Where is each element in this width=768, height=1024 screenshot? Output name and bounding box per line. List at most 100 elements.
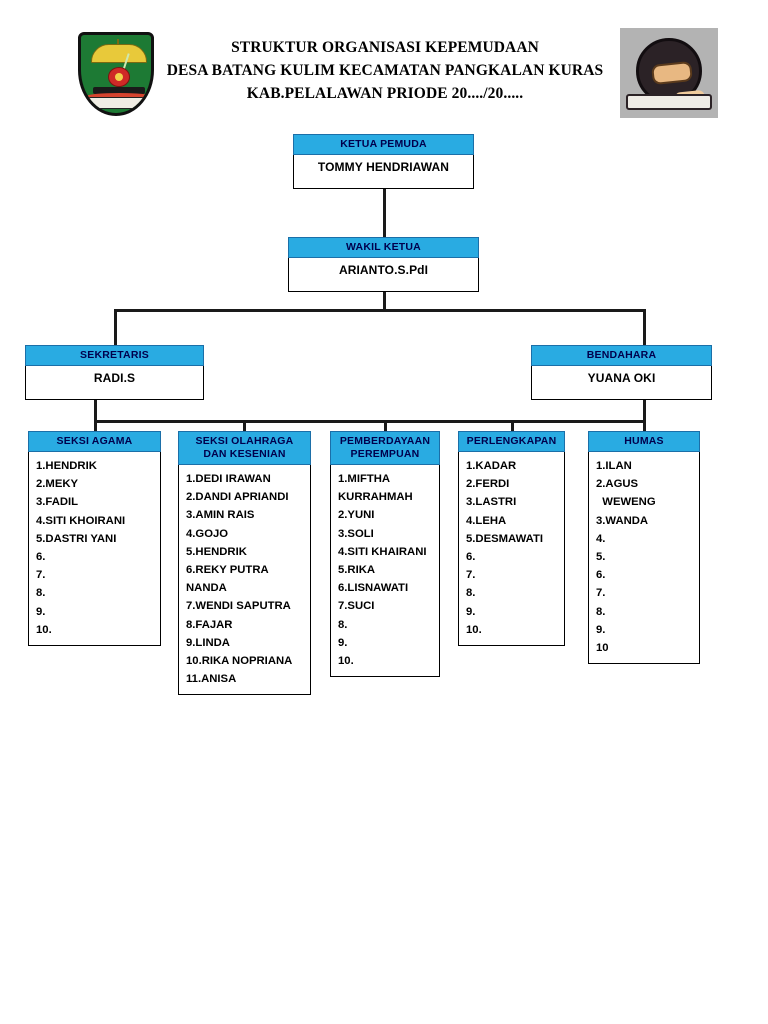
- connector-to-section-5: [643, 420, 646, 434]
- member-item: 1.MIFTHA: [338, 473, 391, 485]
- node-sekretaris[interactable]: SEKRETARIS RADI.S: [25, 345, 204, 400]
- node-ketua-pemuda[interactable]: KETUA PEMUDA TOMMY HENDRIAWAN: [293, 134, 474, 189]
- node-bendahara[interactable]: BENDAHARA YUANA OKI: [531, 345, 712, 400]
- page-title: STRUKTUR ORGANISASI KEPEMUDAAN DESA BATA…: [160, 36, 610, 105]
- emblem-ribbon: [626, 94, 712, 110]
- section-title-line: SEKSI OLAHRAGA: [195, 435, 294, 447]
- node-wakil-name: ARIANTO.S.PdI: [338, 263, 429, 277]
- member-item: 7.SUCI: [338, 600, 375, 613]
- section-title: PEMBERDAYAAN PEREMPUAN: [330, 431, 440, 465]
- section-title: SEKSI OLAHRAGA DAN KESENIAN: [178, 431, 311, 465]
- section-title-line: HUMAS: [624, 435, 664, 447]
- member-item: 6.: [466, 551, 476, 564]
- member-item: 5.RIKA: [338, 564, 376, 577]
- member-item: 10.: [338, 655, 354, 668]
- member-item: 7.: [466, 569, 476, 582]
- connector-bendahara-down: [643, 388, 646, 423]
- connector-to-section-3: [384, 420, 387, 434]
- section-title-line: PEMBERDAYAAN: [339, 435, 431, 447]
- member-item: 4.: [596, 532, 606, 545]
- member-item: 2.FERDI: [466, 478, 510, 491]
- member-item: 6.: [596, 569, 606, 582]
- node-sekretaris-name: RADI.S: [93, 371, 136, 385]
- member-item: 2.MEKY: [36, 478, 79, 491]
- connector-to-section-1: [94, 420, 97, 434]
- section-title: HUMAS: [588, 431, 700, 452]
- member-item: 3.FADIL: [36, 496, 79, 509]
- node-section-seksi-agama[interactable]: SEKSI AGAMA 1.HENDRIK 2.MEKY 3.FADIL 4.SITI…: [28, 431, 161, 647]
- section-title-line: PERLENGKAPAN: [466, 435, 557, 447]
- node-sekretaris-body: RADI.S: [25, 366, 204, 400]
- member-item: 3.SOLI: [338, 527, 374, 540]
- section-title-line: SEKSI AGAMA: [56, 435, 133, 447]
- node-section-seksi-olahraga-dan-kesenian[interactable]: SEKSI OLAHRAGA DAN KESENIAN 1.DEDI IRAWA…: [178, 431, 311, 696]
- youth-organization-emblem-icon: [620, 28, 718, 118]
- member-item: 2.AGUS: [596, 478, 639, 491]
- member-item: 9.: [338, 636, 348, 649]
- node-bendahara-body: YUANA OKI: [531, 366, 712, 400]
- wave-shape: [87, 93, 151, 99]
- node-wakil-body: ARIANTO.S.PdI: [288, 258, 479, 292]
- member-item: 1.HENDRIK: [36, 460, 97, 472]
- member-item: 5.HENDRIK: [186, 545, 247, 558]
- member-item: 5.DASTRI YANI: [36, 532, 117, 545]
- node-ketua-title: KETUA PEMUDA: [293, 134, 474, 155]
- member-item: 9.: [36, 605, 46, 618]
- member-item: 7.: [36, 569, 46, 582]
- member-item: 5.DESMAWATI: [466, 532, 543, 545]
- member-item: 4.SITI KHAIRANI: [338, 545, 427, 558]
- base-bar: [93, 87, 145, 94]
- title-line-1: STRUKTUR ORGANISASI KEPEMUDAAN: [231, 39, 539, 56]
- section-member-list: 1.MIFTHA KURRAHMAH 2.YUNI 3.SOLI 4.SITI KHAI…: [331, 465, 439, 676]
- member-item: 11.ANISA: [186, 673, 237, 686]
- connector-to-sekretaris: [114, 309, 117, 345]
- section-title: SEKSI AGAMA: [28, 431, 161, 452]
- node-bendahara-title: BENDAHARA: [531, 345, 712, 366]
- member-item: 1.KADAR: [466, 460, 517, 472]
- member-item: 10.: [36, 623, 52, 636]
- connector-to-bendahara: [643, 309, 646, 345]
- member-item: 6.: [36, 551, 46, 564]
- connector-bus-level2: [114, 309, 646, 312]
- section-title-line: PEREMPUAN: [350, 448, 420, 460]
- node-wakil-ketua[interactable]: WAKIL KETUA ARIANTO.S.PdI: [288, 237, 479, 292]
- member-item: 8.: [596, 605, 606, 618]
- node-wakil-title: WAKIL KETUA: [288, 237, 479, 258]
- node-sekretaris-title: SEKRETARIS: [25, 345, 204, 366]
- member-item: 6.REKY PUTRA: [186, 564, 269, 577]
- member-item: 10.: [466, 623, 482, 636]
- member-item: 8.: [36, 587, 46, 600]
- member-item: 4.SITI KHOIRANI: [36, 514, 126, 527]
- chart-header: STRUKTUR ORGANISASI KEPEMUDAAN DESA BATA…: [0, 0, 768, 125]
- member-item: 4.GOJO: [186, 527, 229, 540]
- member-item: 8.FAJAR: [186, 618, 233, 631]
- clasped-hands-icon: [651, 60, 706, 105]
- member-item: 7.: [596, 587, 606, 600]
- member-item: 10.RIKA NOPRIANA: [186, 655, 293, 668]
- connector-sekretaris-down: [94, 388, 97, 423]
- member-item: 9.: [466, 605, 476, 618]
- ribbon-banner: [85, 97, 151, 109]
- section-title-line: DAN KESENIAN: [203, 448, 286, 460]
- node-section-pemberdayaan-perempuan[interactable]: PEMBERDAYAAN PEREMPUAN 1.MIFTHA KURRAHMAH…: [330, 431, 440, 678]
- connector-to-section-2: [243, 420, 246, 434]
- member-item: 2.DANDI APRIANDI: [186, 491, 289, 504]
- member-item: 8.: [466, 587, 476, 600]
- member-item: 7.WENDI SAPUTRA: [186, 600, 291, 613]
- member-item: KURRAHMAH: [338, 491, 413, 504]
- section-body: 1.MIFTHA KURRAHMAH 2.YUNI 3.SOLI 4.SITI KHAI…: [330, 465, 440, 678]
- connector-wakil-down: [383, 285, 386, 311]
- member-item: 5.: [596, 551, 606, 564]
- member-item: 3.AMIN RAIS: [186, 509, 255, 522]
- title-line-2: DESA BATANG KULIM KECAMATAN PANGKALAN KU…: [166, 62, 604, 79]
- member-item: 2.YUNI: [338, 509, 375, 522]
- section-title: PERLENGKAPAN: [458, 431, 565, 452]
- pelalawan-regency-emblem-icon: [72, 28, 160, 120]
